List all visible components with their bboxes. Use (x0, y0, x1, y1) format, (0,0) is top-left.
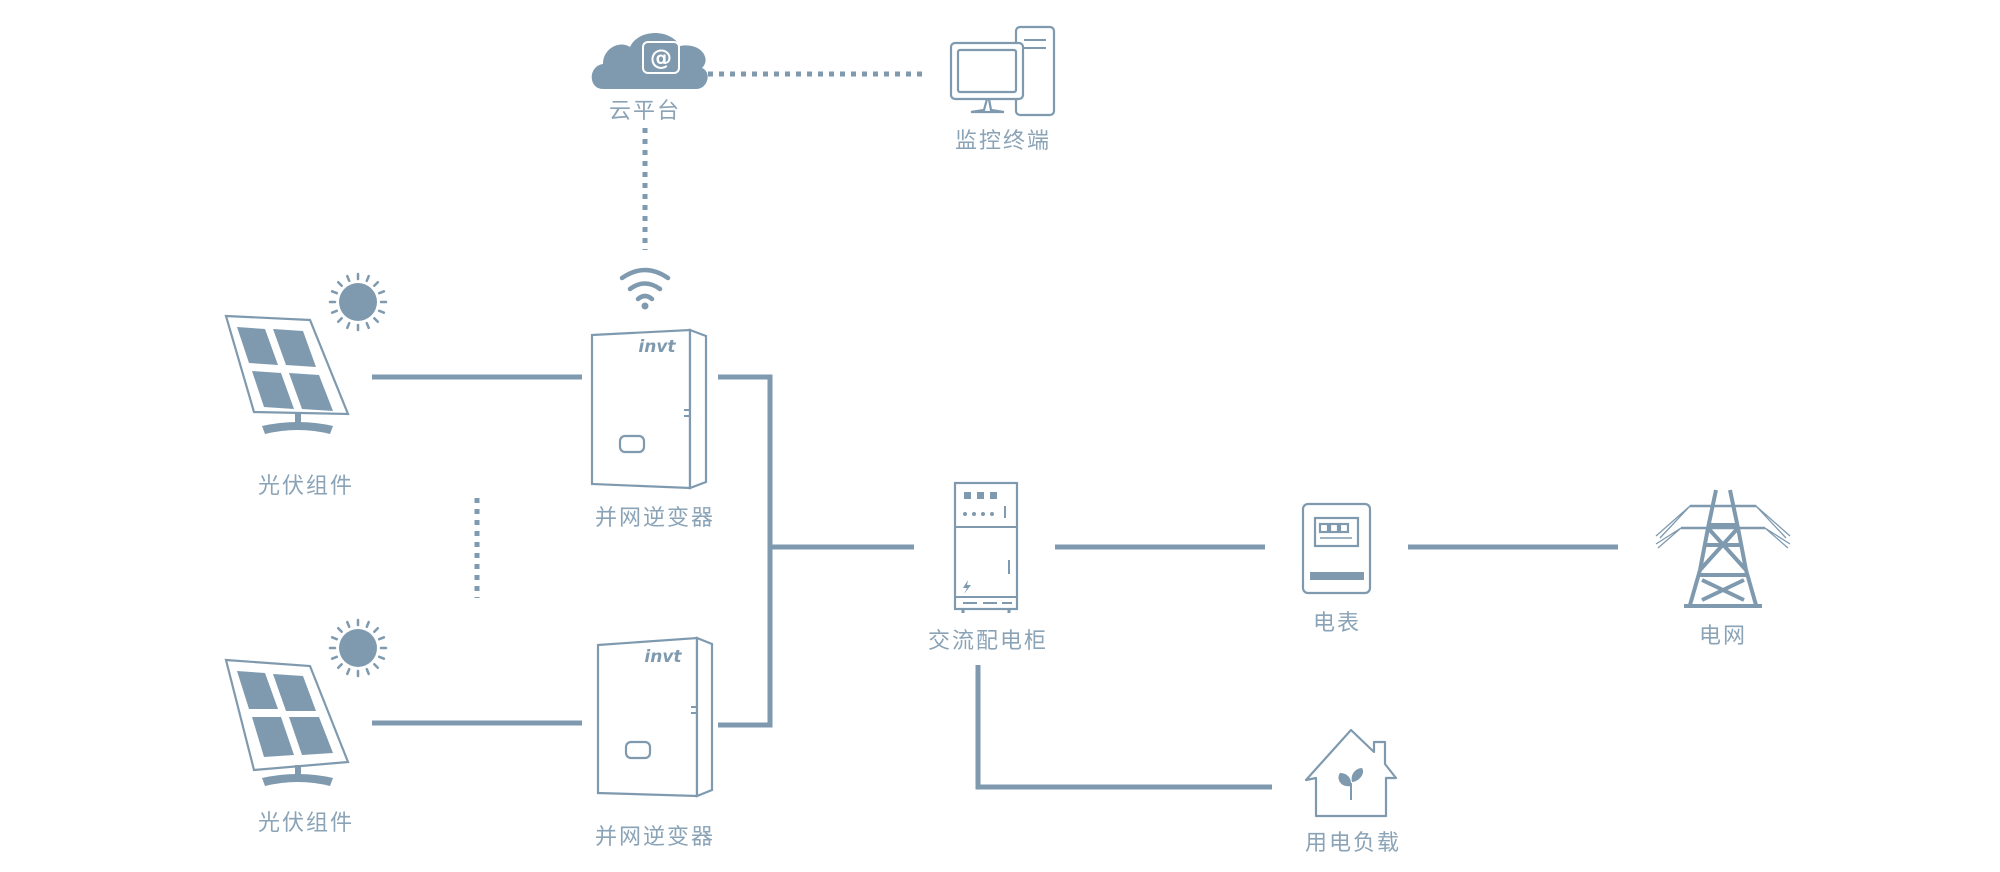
sun-ray (373, 663, 380, 670)
svg-text:@: @ (650, 46, 672, 71)
solar-panel-icon (224, 314, 350, 434)
sun-ray (346, 620, 351, 629)
sun-ray (373, 626, 380, 633)
sun-ray (365, 274, 370, 283)
power-tower-icon (1655, 489, 1791, 608)
solar-panel-icon (224, 658, 350, 786)
inverter-top: invt 并网逆变器 (590, 328, 715, 531)
sun-ray (377, 309, 386, 314)
inverters-to-cabinet-bus (718, 374, 914, 728)
sun-ray (346, 667, 351, 676)
sun-icon (328, 618, 388, 678)
cloud-label: 云平台 (609, 99, 681, 124)
sun-ray (365, 321, 370, 330)
electric-meter: 电表 (1301, 502, 1372, 636)
sun-ray (346, 274, 351, 283)
wifi-icon (619, 267, 671, 310)
sun-ray (336, 317, 343, 324)
meter-label: 电表 (1313, 611, 1361, 636)
cabinet-to-load-line (975, 665, 1272, 790)
house-icon (1304, 728, 1398, 818)
pv-module-top: 光伏组件 (224, 272, 388, 499)
pv-bottom-label: 光伏组件 (258, 811, 354, 836)
power-lines (372, 374, 1618, 790)
monitoring-terminal: 监控终端 (949, 25, 1056, 154)
sun-ray (336, 280, 343, 287)
sun-ray (336, 663, 343, 670)
inverter-icon: invt (590, 328, 708, 490)
inverter-logo-top: invt (638, 337, 676, 357)
inverter-icon: invt (596, 636, 714, 798)
inverter-bottom-label: 并网逆变器 (595, 825, 715, 850)
distribution-cabinet-icon (953, 481, 1019, 613)
sun-ray (336, 626, 343, 633)
ac-distribution-cabinet: 交流配电柜 (928, 481, 1048, 654)
pv-module-bottom: 光伏组件 (224, 618, 388, 836)
electric-meter-icon (1301, 502, 1372, 595)
power-grid: 电网 (1655, 489, 1791, 649)
inverter-top-label: 并网逆变器 (595, 506, 715, 531)
monitor-label: 监控终端 (955, 129, 1051, 154)
sun-ray (377, 636, 386, 641)
sun-ray (330, 309, 339, 314)
sun-ray (365, 620, 370, 629)
cloud-platform: @ 云平台 (591, 32, 708, 124)
sun-ray (377, 290, 386, 295)
grid-label: 电网 (1699, 624, 1747, 649)
sun-ray (373, 317, 380, 324)
sun-ray (365, 667, 370, 676)
data-links (474, 71, 922, 598)
sun-ray (373, 280, 380, 287)
at-sign-icon: @ (642, 41, 680, 74)
sun-ray (346, 321, 351, 330)
sun-ray (330, 636, 339, 641)
desktop-computer-icon (949, 25, 1056, 117)
sun-ray (377, 655, 386, 660)
load-label: 用电负载 (1305, 831, 1401, 856)
inverter-bottom: invt 并网逆变器 (595, 636, 715, 850)
sun-ray (330, 290, 339, 295)
pv-top-label: 光伏组件 (258, 474, 354, 499)
sun-ray (330, 655, 339, 660)
inverter-logo-bottom: invt (644, 647, 682, 667)
sun-icon (328, 272, 388, 332)
ac-cabinet-label: 交流配电柜 (928, 629, 1048, 654)
electrical-load: 用电负载 (1304, 728, 1401, 856)
